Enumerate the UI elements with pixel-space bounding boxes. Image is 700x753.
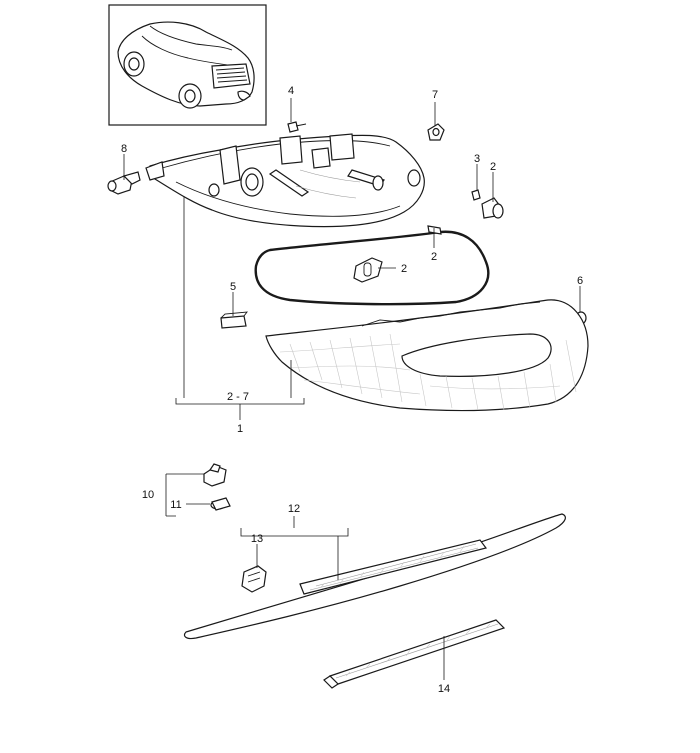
callout-13: 13: [251, 533, 263, 545]
callout-2-grommet: 2: [401, 263, 407, 275]
part-4-screw: [287, 121, 307, 133]
part-5-cap: [220, 311, 248, 329]
callout-11: 11: [170, 499, 181, 511]
part-12-brake-light: [183, 513, 566, 640]
part-13-clip: [241, 565, 267, 593]
callout-10: 10: [142, 489, 154, 501]
vehicle-inset: [108, 4, 267, 126]
part-8-adjuster: [107, 171, 141, 195]
tail-lamp-lens: [265, 299, 589, 412]
part-2-socket: [481, 197, 504, 219]
part-14-led-strip: [323, 619, 506, 689]
callout-2-socket: 2: [490, 161, 496, 173]
callout-5: 5: [230, 281, 236, 293]
callout-3: 3: [474, 153, 480, 165]
callout-12: 12: [288, 503, 300, 515]
car-illustration: [117, 21, 255, 109]
lamp-housing: [145, 133, 425, 228]
callout-6: 6: [577, 275, 583, 287]
callout-2-gasket: 2: [431, 251, 437, 263]
leader-lines: [123, 98, 581, 680]
callout-2-7: 2 - 7: [227, 391, 249, 403]
grommet-part: [353, 257, 383, 283]
callout-4: 4: [288, 85, 294, 97]
callout-labels: 8 4 7 3 2 2 2 5 6 2 - 7 1 10 11 12 13 14: [121, 85, 583, 695]
part-7-clip: [427, 123, 445, 141]
part-10-bulb-holder: [165, 463, 227, 517]
part-3-screw: [471, 189, 481, 201]
callout-7: 7: [432, 89, 438, 101]
callout-8: 8: [121, 143, 127, 155]
callout-14: 14: [438, 683, 450, 695]
part-11-bulb: [210, 497, 231, 511]
seal-gasket: [254, 225, 490, 306]
assembly-bracket: [175, 196, 305, 420]
callout-1: 1: [237, 423, 243, 435]
